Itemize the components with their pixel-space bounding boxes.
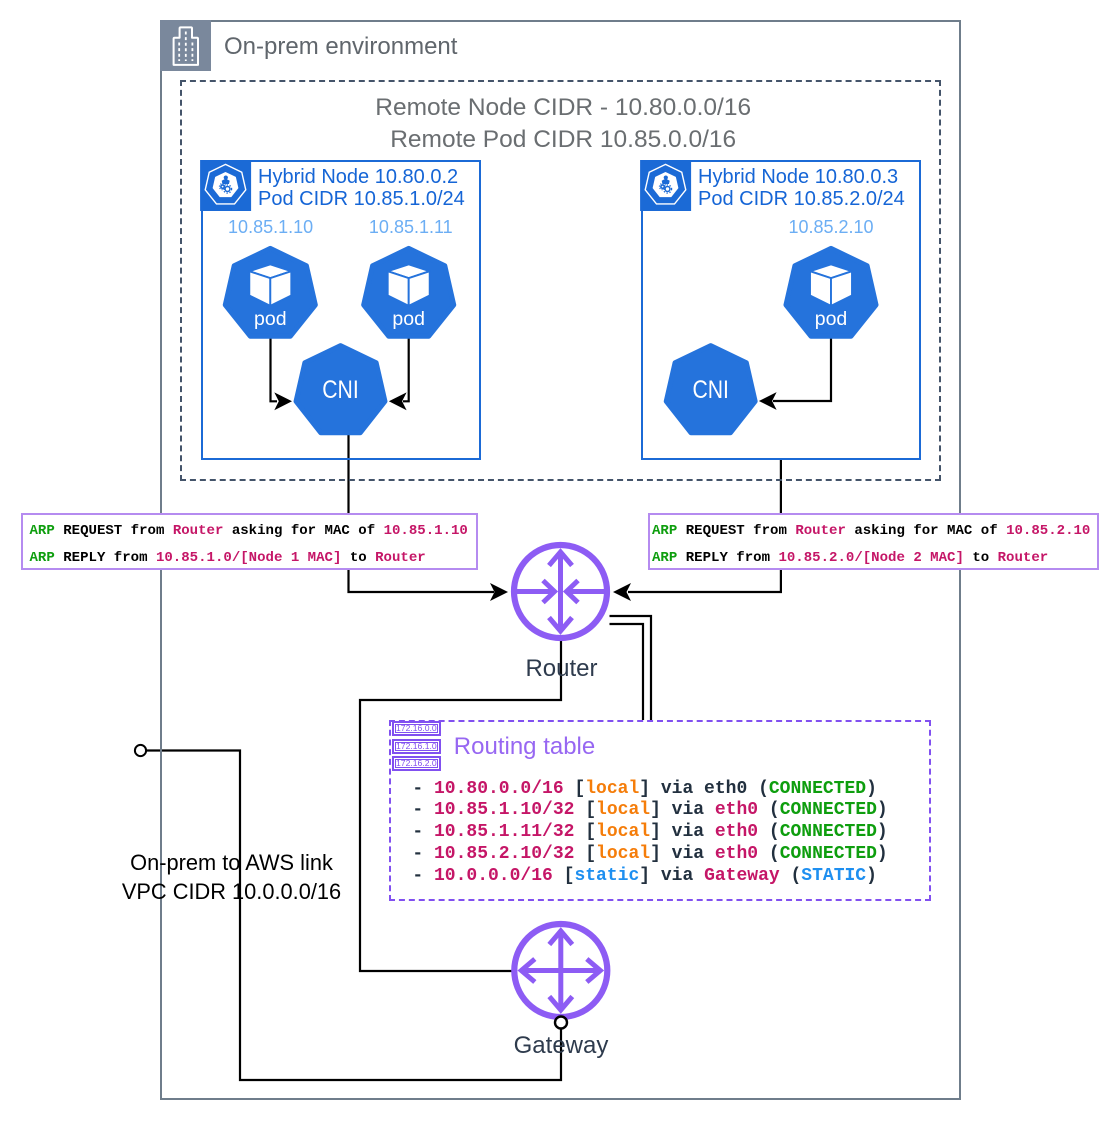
svg-text:pod: pod (392, 308, 425, 330)
svg-text:pod: pod (254, 308, 287, 330)
svg-text:CNI: CNI (692, 376, 729, 404)
svg-text:CNI: CNI (322, 376, 359, 404)
svg-text:pod: pod (815, 308, 848, 330)
